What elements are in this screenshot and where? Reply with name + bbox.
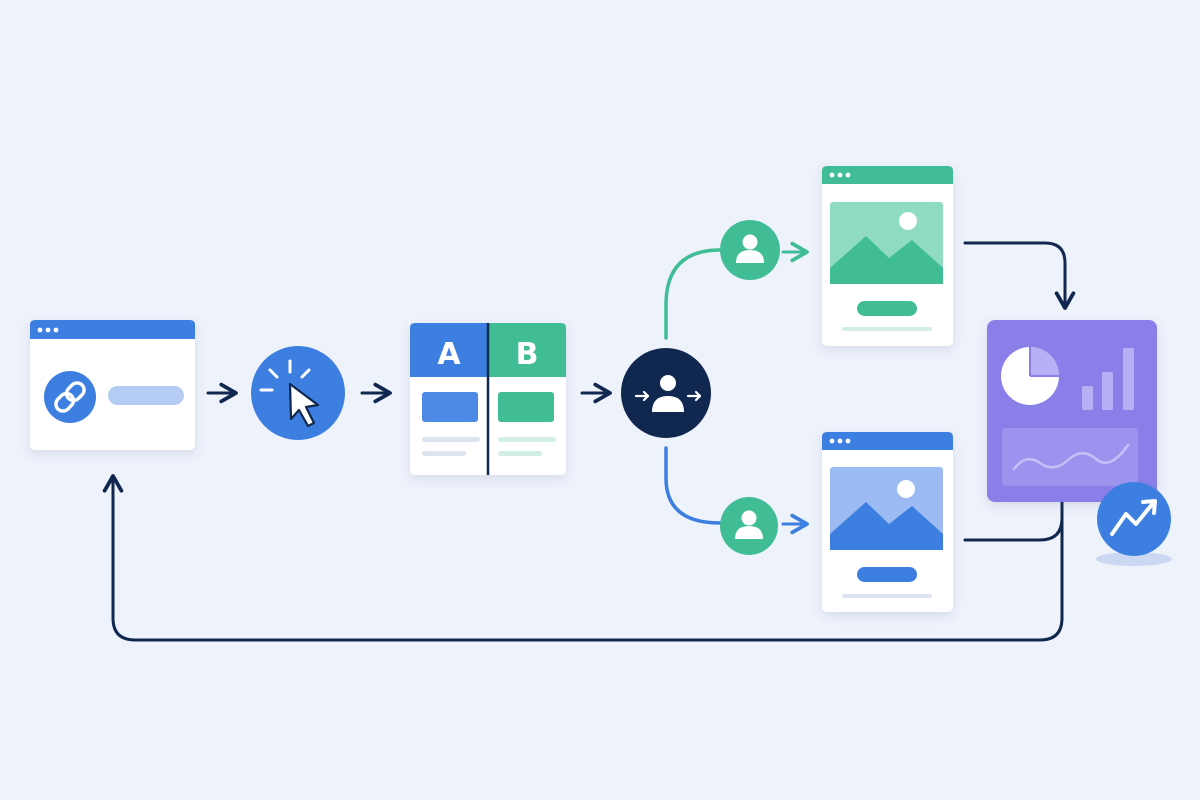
variant-b-footer-line [842, 594, 932, 598]
variant-b-header [488, 323, 566, 377]
variant-a-label: A [437, 337, 461, 372]
trend-up-icon [1096, 482, 1172, 566]
cursor-click-icon [251, 346, 345, 440]
variant-a-text-line [422, 437, 480, 442]
connectors [102, 241, 1076, 642]
variant-a-header [410, 323, 488, 377]
link-icon [44, 371, 96, 423]
user-icon [720, 220, 780, 280]
image-icon [830, 202, 943, 284]
bar-chart-icon [1082, 348, 1134, 410]
variant-b-text-line [498, 451, 542, 456]
variant-a-footer-line [842, 327, 932, 331]
variant-a-block [422, 392, 478, 422]
variant-b-cta-button [857, 567, 917, 582]
user-icon [720, 497, 778, 555]
image-icon [830, 467, 943, 550]
line-blue-page-to-analytics [963, 498, 1064, 542]
dashboard-trend-line [1012, 443, 1130, 471]
variant-b-label: B [516, 337, 539, 372]
variant-a-text-line [422, 451, 466, 456]
branch-to-blue [664, 446, 722, 525]
variant-b-block [498, 392, 554, 422]
pie-chart-icon [1001, 347, 1059, 405]
user-split-icon [621, 348, 711, 438]
arrow-green-page-to-analytics [963, 241, 1076, 310]
variant-b-text-line [498, 437, 556, 442]
branch-to-green [664, 248, 722, 340]
variant-a-cta-button [857, 301, 917, 316]
url-bar-placeholder [108, 386, 184, 405]
feedback-loop-arrow [102, 474, 1064, 642]
